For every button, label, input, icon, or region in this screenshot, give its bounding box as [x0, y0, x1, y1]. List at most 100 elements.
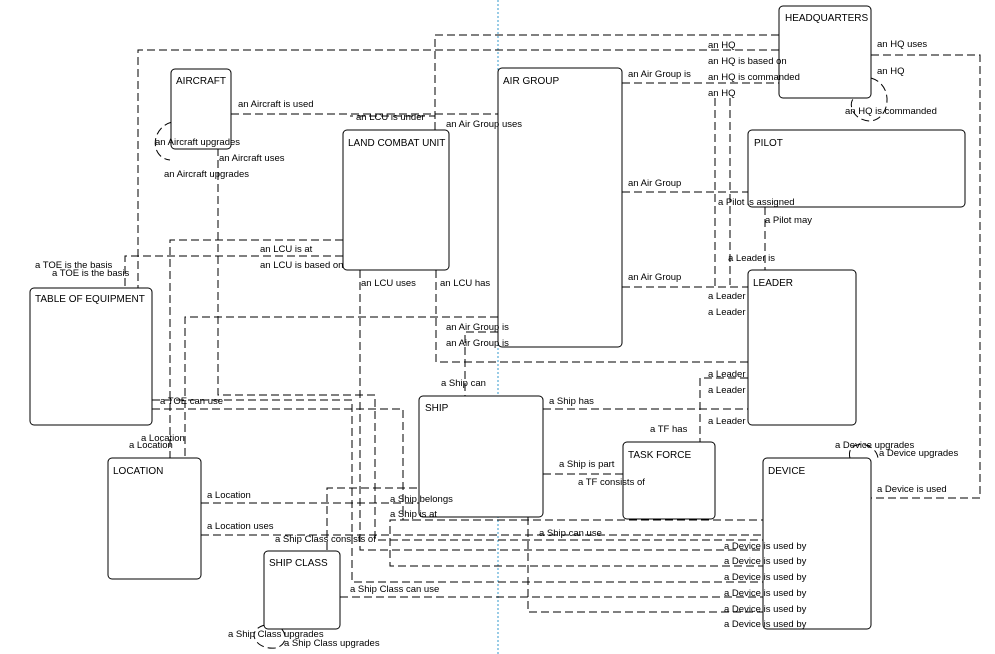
entity-task-force[interactable]: TASK FORCE: [622, 441, 716, 520]
rel-label: an HQ: [877, 66, 904, 77]
rel-label: an Air Group: [628, 272, 681, 283]
rel-label: a Location: [141, 433, 185, 444]
entity-ship-class[interactable]: SHIP CLASS: [263, 550, 341, 630]
table-of-equipment-box: [29, 287, 153, 426]
rel-label: an HQ is commanded: [845, 106, 937, 117]
rel-ship-device2: [389, 519, 763, 567]
rel-label: a TF has: [650, 424, 688, 435]
table-of-equipment-title: TABLE OF EQUIPMENT: [35, 294, 145, 305]
rel-airgroup-ship: [464, 331, 498, 396]
rel-label: a Ship Class upgrades: [228, 629, 324, 640]
rel-lcu-hq: [350, 115, 436, 130]
rel-label: an Aircraft upgrades: [155, 137, 240, 148]
entity-headquarters[interactable]: HEADQUARTERS: [778, 5, 872, 99]
rel-label: an LCU is under: [356, 112, 425, 123]
rel-label: a Leader is: [728, 253, 775, 264]
ship-title: SHIP: [425, 403, 449, 414]
rel-airgroup-location: [184, 316, 498, 458]
task-force-box: [622, 441, 716, 520]
entity-land-combat-unit[interactable]: LAND COMBAT UNIT: [342, 129, 450, 271]
rel-label: a Ship belongs: [390, 494, 453, 505]
ship-class-title: SHIP CLASS: [269, 558, 328, 569]
rel-label: a Pilot is assigned: [718, 197, 795, 208]
rel-label: an HQ is commanded: [708, 72, 800, 83]
device-title: DEVICE: [768, 466, 806, 477]
rel-aircraft-self: [154, 121, 173, 161]
relationship-lines: [124, 34, 981, 649]
rel-label: a Ship has: [549, 396, 594, 407]
pilot-title: PILOT: [754, 138, 783, 149]
rel-label: a Ship can: [441, 378, 486, 389]
rel-toe-device: [152, 399, 763, 583]
rel-shipclass-ship: [326, 487, 419, 550]
rel-hq-top: [434, 34, 779, 130]
rel-label: an Air Group: [628, 178, 681, 189]
rel-label: a Ship is part: [559, 459, 615, 470]
rel-label: a Device is used by: [724, 556, 807, 567]
entity-table-of-equipment[interactable]: TABLE OF EQUIPMENT: [29, 287, 153, 426]
entity-pilot[interactable]: PILOT: [747, 129, 966, 208]
rel-label: a TOE can use: [160, 396, 223, 407]
rel-label: an Air Group uses: [446, 119, 522, 130]
rel-label: a Location uses: [207, 521, 274, 532]
rel-label: a Device is used by: [724, 572, 807, 583]
entity-location[interactable]: LOCATION: [107, 457, 202, 580]
entity-air-group[interactable]: AIR GROUP: [497, 67, 623, 348]
rel-label: an Air Group is: [628, 69, 691, 80]
rel-label: an LCU has: [440, 278, 490, 289]
rel-hq-left-long: [137, 49, 779, 288]
ship-box: [418, 395, 544, 518]
leader-box: [747, 269, 857, 426]
rel-leader-tf: [699, 377, 748, 442]
air-group-box: [497, 67, 623, 348]
rel-label: a Ship can use: [539, 528, 602, 539]
rel-label: a Leader: [708, 369, 746, 380]
rel-label: a Device is used by: [724, 619, 807, 630]
headquarters-title: HEADQUARTERS: [785, 13, 868, 24]
rel-label: a Device is used by: [724, 588, 807, 599]
rel-label: a Ship Class upgrades: [284, 638, 380, 649]
land-combat-unit-box: [342, 129, 450, 271]
air-group-title: AIR GROUP: [503, 76, 559, 87]
rel-label: a TOE is the basis: [35, 260, 113, 271]
rel-label: an LCU uses: [361, 278, 416, 289]
rel-label: an HQ: [708, 40, 735, 51]
rel-ship-device: [527, 517, 763, 613]
task-force-title: TASK FORCE: [628, 450, 691, 461]
aircraft-box: [170, 68, 232, 150]
rel-label: a Leader: [708, 307, 746, 318]
rel-label: an HQ is based on: [708, 56, 787, 67]
entity-device[interactable]: DEVICE: [762, 457, 872, 630]
location-box: [107, 457, 202, 580]
rel-aircraft-device: [217, 148, 763, 541]
rel-label: an Air Group is: [446, 322, 509, 333]
entity-ship[interactable]: SHIP: [418, 395, 544, 518]
leader-title: LEADER: [753, 278, 793, 289]
entity-leader[interactable]: LEADER: [747, 269, 857, 426]
rel-label: a Device upgrades: [835, 440, 914, 451]
rel-label: a Device upgrades: [879, 448, 958, 459]
rel-label: a Location: [129, 440, 173, 451]
device-box: [762, 457, 872, 630]
rel-lcu-location: [169, 239, 343, 458]
entity-aircraft[interactable]: AIRCRAFT: [170, 68, 232, 150]
rel-hq-self: [850, 77, 888, 122]
location-title: LOCATION: [113, 466, 163, 477]
rel-label: an HQ uses: [877, 39, 927, 50]
rel-label: a Device is used: [877, 484, 947, 495]
rel-label: an Aircraft upgrades: [164, 169, 249, 180]
rel-label: an HQ: [708, 88, 735, 99]
rel-label: a Device is used by: [724, 604, 807, 615]
rel-lcu-device: [359, 270, 763, 551]
rel-device-self: [849, 444, 879, 459]
relationship-labels: an HQ an HQ is based on an HQ is command…: [35, 39, 958, 649]
aircraft-title: AIRCRAFT: [176, 76, 226, 87]
rel-label: an Aircraft is used: [238, 99, 314, 110]
rel-lcu-toe: [124, 255, 343, 288]
rel-label: a Leader: [708, 385, 746, 396]
rel-label: a TOE is the basis: [52, 268, 130, 279]
rel-label: a TF consists of: [578, 477, 645, 488]
rel-label: a Leader: [708, 416, 746, 427]
rel-label: a Location: [207, 490, 251, 501]
